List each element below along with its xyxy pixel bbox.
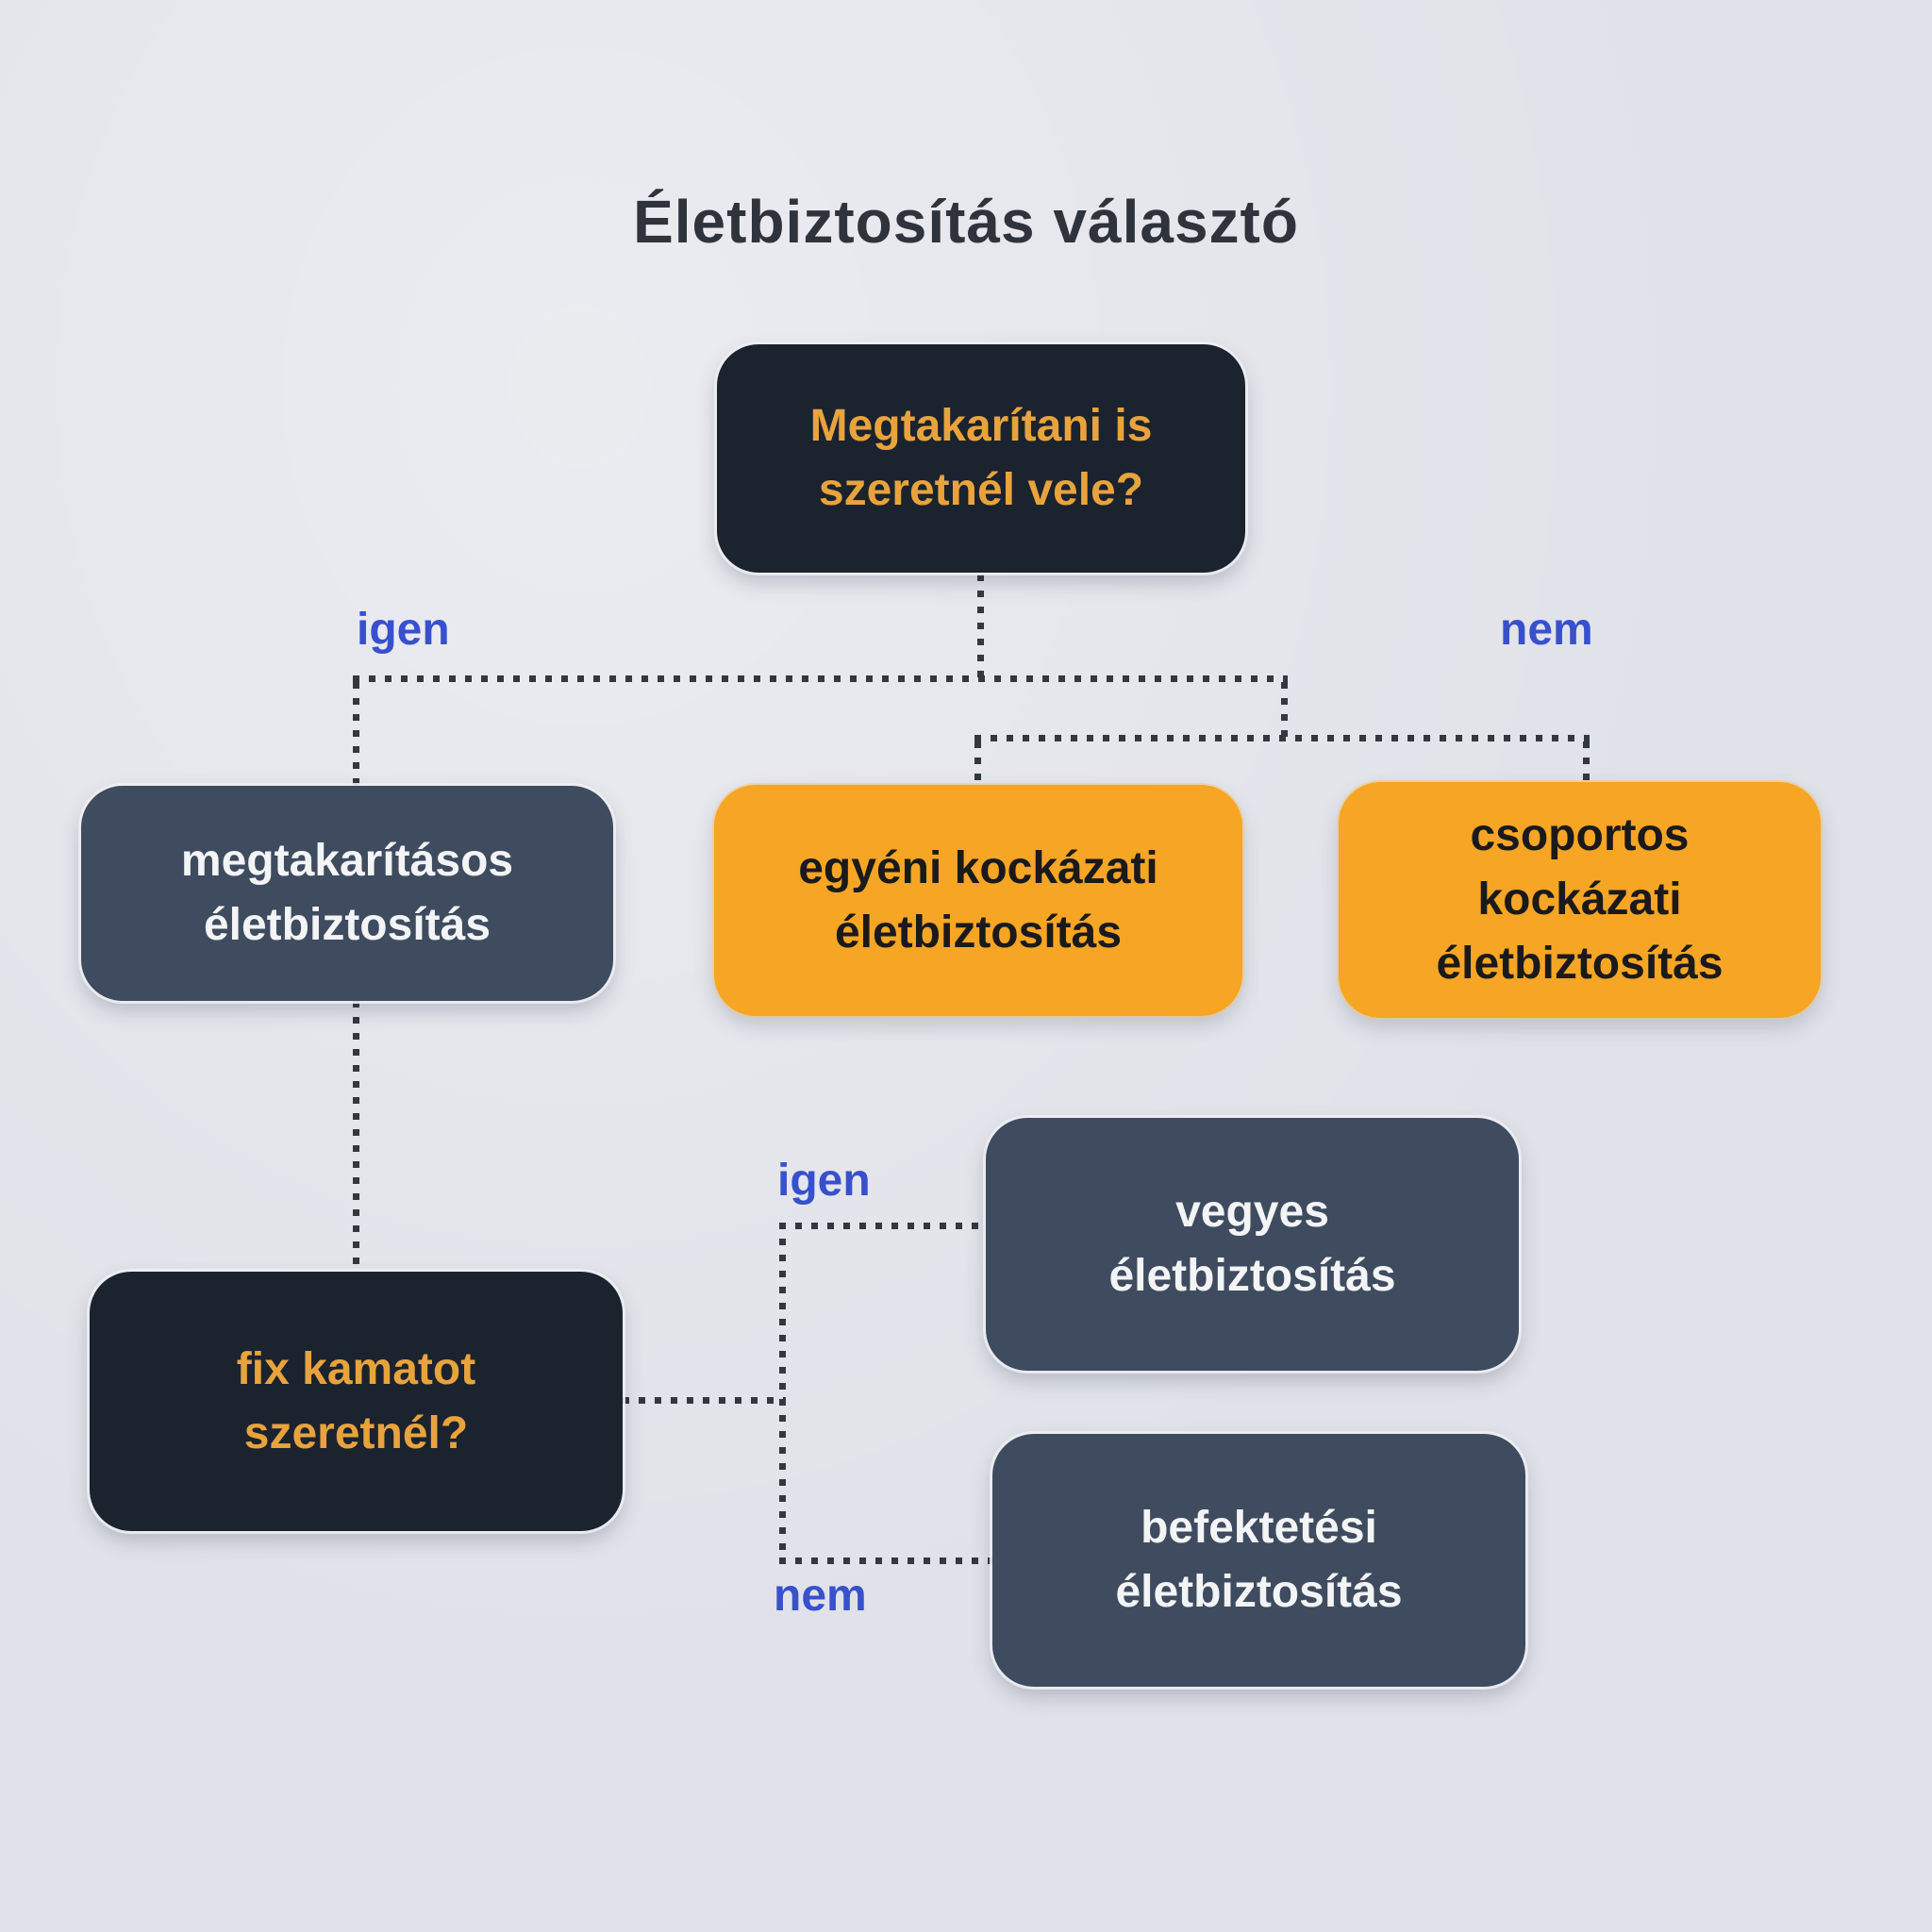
edge-yes-down-to-savings xyxy=(353,682,359,786)
edge-label-no-top: nem xyxy=(1500,605,1593,655)
edge-question-down xyxy=(977,575,984,682)
edge-label-no-bottom: nem xyxy=(774,1571,867,1621)
node-question-savings: Megtakarítani is szeretnél vele? xyxy=(717,344,1245,573)
edge-no-corner-down xyxy=(1281,682,1288,739)
node-investment-life: befektetési életbiztosítás xyxy=(992,1434,1525,1687)
edge-no-to-investment xyxy=(779,1557,994,1564)
edge-main-horizontal xyxy=(353,675,1288,682)
edge-no-horizontal xyxy=(974,735,1590,741)
edge-label-yes-top: igen xyxy=(357,605,450,655)
node-savings-life: megtakarításos életbiztosítás xyxy=(81,786,613,1001)
edge-savings-down-to-fixed xyxy=(353,1001,359,1274)
edge-fixed-right xyxy=(623,1397,786,1404)
edge-junction-vertical xyxy=(779,1223,786,1564)
node-question-fixed-rate: fix kamatot szeretnél? xyxy=(90,1272,623,1531)
node-group-risk: csoportos kockázati életbiztosítás xyxy=(1339,782,1821,1018)
edge-label-yes-bottom: igen xyxy=(777,1156,871,1206)
edge-down-to-group xyxy=(1583,741,1590,784)
node-individual-risk: egyéni kockázati életbiztosítás xyxy=(714,785,1242,1016)
node-mixed-life: vegyes életbiztosítás xyxy=(986,1118,1519,1371)
page-title: Életbiztosítás választó xyxy=(633,188,1299,256)
edge-yes-to-mixed xyxy=(779,1223,988,1229)
edge-down-to-individual xyxy=(974,741,981,787)
